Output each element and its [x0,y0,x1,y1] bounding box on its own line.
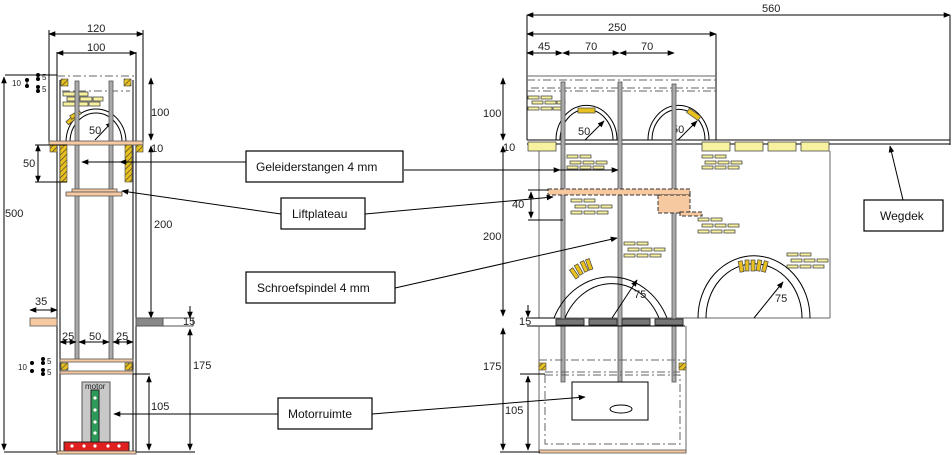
guide-rod-2 [671,83,677,383]
dim-50-mid: 50 [89,331,101,343]
dim-560: 560 [762,3,780,15]
dim-105-right: 105 [505,405,523,417]
lift-platform [65,191,123,197]
brick-cluster [62,91,104,107]
arch-outer [65,108,127,143]
dim-10: 10 [151,143,163,155]
detail-top-5a: 5 [42,73,47,82]
dim-100: 100 [87,42,105,54]
dim-25-right: 25 [116,331,128,343]
dim-25-left: 25 [62,331,74,343]
motor-label: motor [85,382,106,391]
callout-screw-spindle-box [245,271,396,304]
callout-guide-rods: Geleiderstangen 4 mm [256,160,377,174]
dim-70-b: 70 [641,41,653,53]
dim-arch-large-2: 75 [775,293,787,305]
guide-rod-1 [560,81,566,383]
guide-block-left [59,144,68,183]
motor-room-outline [544,374,681,445]
dim-500: 500 [5,208,23,220]
callout-road-deck: Wegdek [880,209,925,223]
right-view: 560 250 45 70 70 50 50 [483,3,951,454]
left-view: 120 100 50 [1,23,211,455]
dim-40: 40 [512,199,524,211]
motor-box [571,381,649,421]
callouts: Geleiderstangen 4 mm Liftplateau Schroef… [81,145,944,430]
guide-rod-left [74,80,80,362]
dim-100-right: 100 [483,108,501,120]
keystone-large-1 [569,258,594,280]
dim-arch-large-1: 75 [634,289,646,301]
dim-15: 15 [183,316,195,328]
arch-small-2 [647,105,710,141]
screw-spindle [617,81,623,413]
dim-175-right: 175 [483,361,501,373]
callout-screw-spindle: Schroefspindel 4 mm [257,281,370,295]
dim-200: 200 [154,219,172,231]
guide-rod-right [108,80,114,362]
slab-segment [555,318,585,326]
dim-35: 35 [35,296,47,308]
dim-100-vert: 100 [151,107,169,119]
callout-motor-room-box [277,397,373,430]
lift-platform-side [547,188,691,196]
dim-175: 175 [193,360,211,372]
post-top-right [123,78,132,87]
arch-large-1 [553,276,668,319]
detail-bot-10: 10 [18,363,27,372]
post-top-left [60,78,69,87]
detail-top-5b: 5 [42,85,47,94]
brick-cluster [527,95,566,111]
detail-bot-5a: 5 [47,357,52,366]
keystone-large-2 [737,259,769,273]
slab-right [135,317,164,327]
callout-lift-platform: Liftplateau [292,207,347,221]
lift-platform-top [71,188,118,193]
detail-top-10: 10 [12,79,21,88]
ledge-left [29,317,58,327]
dim-arch-small-1: 50 [578,126,590,138]
dim-120: 120 [87,23,105,35]
dim-arch-50: 50 [89,125,101,137]
keystone-2 [686,107,702,121]
arch-large-2 [697,255,811,319]
dim-105: 105 [151,401,169,413]
arch-inner [69,112,123,143]
callout-lift-platform-box [280,197,366,230]
callout-road-deck-box [863,199,944,232]
dim-10-right: 10 [503,142,515,154]
guide-block-right [124,144,133,183]
spindle-rotation-icon [609,404,633,414]
dim-200-right: 200 [483,231,501,243]
dim-platform-50: 50 [23,158,35,170]
arch-small-1 [555,105,618,141]
callout-motor-room: Motorruimte [288,407,352,421]
dim-250: 250 [608,22,626,34]
dim-15-right: 15 [519,316,531,328]
dim-45: 45 [538,41,550,53]
deck-plank [48,140,144,146]
callout-guide-rods-box [245,150,404,183]
keystone-1 [577,107,596,114]
brick-cluster [566,154,829,269]
detail-bot-5b: 5 [47,368,52,377]
dim-70-a: 70 [585,41,597,53]
